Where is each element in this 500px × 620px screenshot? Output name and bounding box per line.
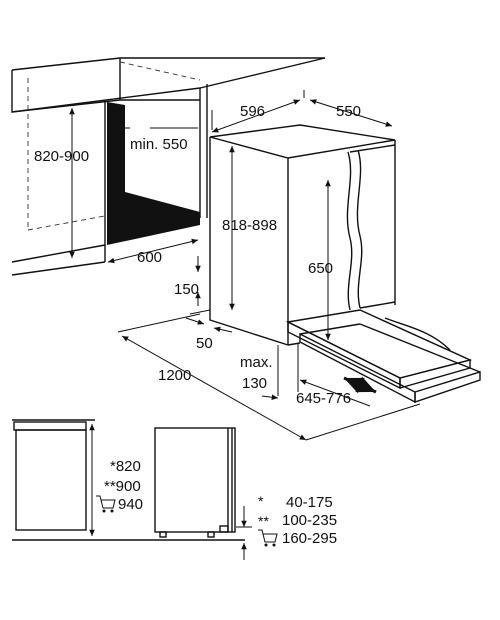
plinth-height-label: 150 <box>174 281 199 298</box>
side-height-2: **900 <box>104 478 141 495</box>
side-height-1: *820 <box>110 458 141 475</box>
niche-cavity <box>107 102 200 245</box>
side-view-dishwasher <box>154 427 236 538</box>
countertop <box>11 57 326 231</box>
legend-value-1: 40-175 <box>286 494 333 511</box>
cart-icon <box>96 495 116 513</box>
max-text: max. <box>240 354 273 371</box>
legend-mark-2: ** <box>258 513 269 529</box>
niche-height-label: 820-900 <box>34 148 89 165</box>
plinth-adjust-dimension <box>236 506 252 560</box>
niche-depth-label: min. 550 <box>130 136 188 153</box>
door-height-label: 650 <box>308 260 333 277</box>
clearance-dimension <box>117 313 421 441</box>
depth-label: 550 <box>336 103 361 120</box>
open-door-panel <box>285 309 481 404</box>
plinth-height-dimension <box>189 256 211 315</box>
depth-dimension <box>309 99 393 127</box>
legend-value-2: 100-235 <box>282 512 337 529</box>
side-view-cabinet <box>12 419 245 541</box>
height-label: 818-898 <box>222 217 277 234</box>
side-height-3: 940 <box>118 496 143 513</box>
plinth-depth-label: 50 <box>196 335 213 352</box>
door-travel-label: 645-776 <box>296 390 351 407</box>
legend-mark-1: * <box>258 493 264 509</box>
niche-width-label: 600 <box>137 249 162 266</box>
width-label: 596 <box>240 103 265 120</box>
max-value: 130 <box>242 375 267 392</box>
door-travel-dimension <box>299 379 371 407</box>
legend-value-3: 160-295 <box>282 530 337 547</box>
niche-width-dimension <box>107 238 199 264</box>
door-travel-arrow <box>343 376 377 394</box>
plinth-depth-dimension <box>185 317 233 333</box>
dishwasher-body <box>209 124 396 346</box>
width-dimension <box>211 90 305 133</box>
legend-cart-icon <box>258 529 278 547</box>
clearance-label: 1200 <box>158 367 191 384</box>
niche-back-wall <box>11 84 208 276</box>
dishwasher-door <box>346 144 396 311</box>
